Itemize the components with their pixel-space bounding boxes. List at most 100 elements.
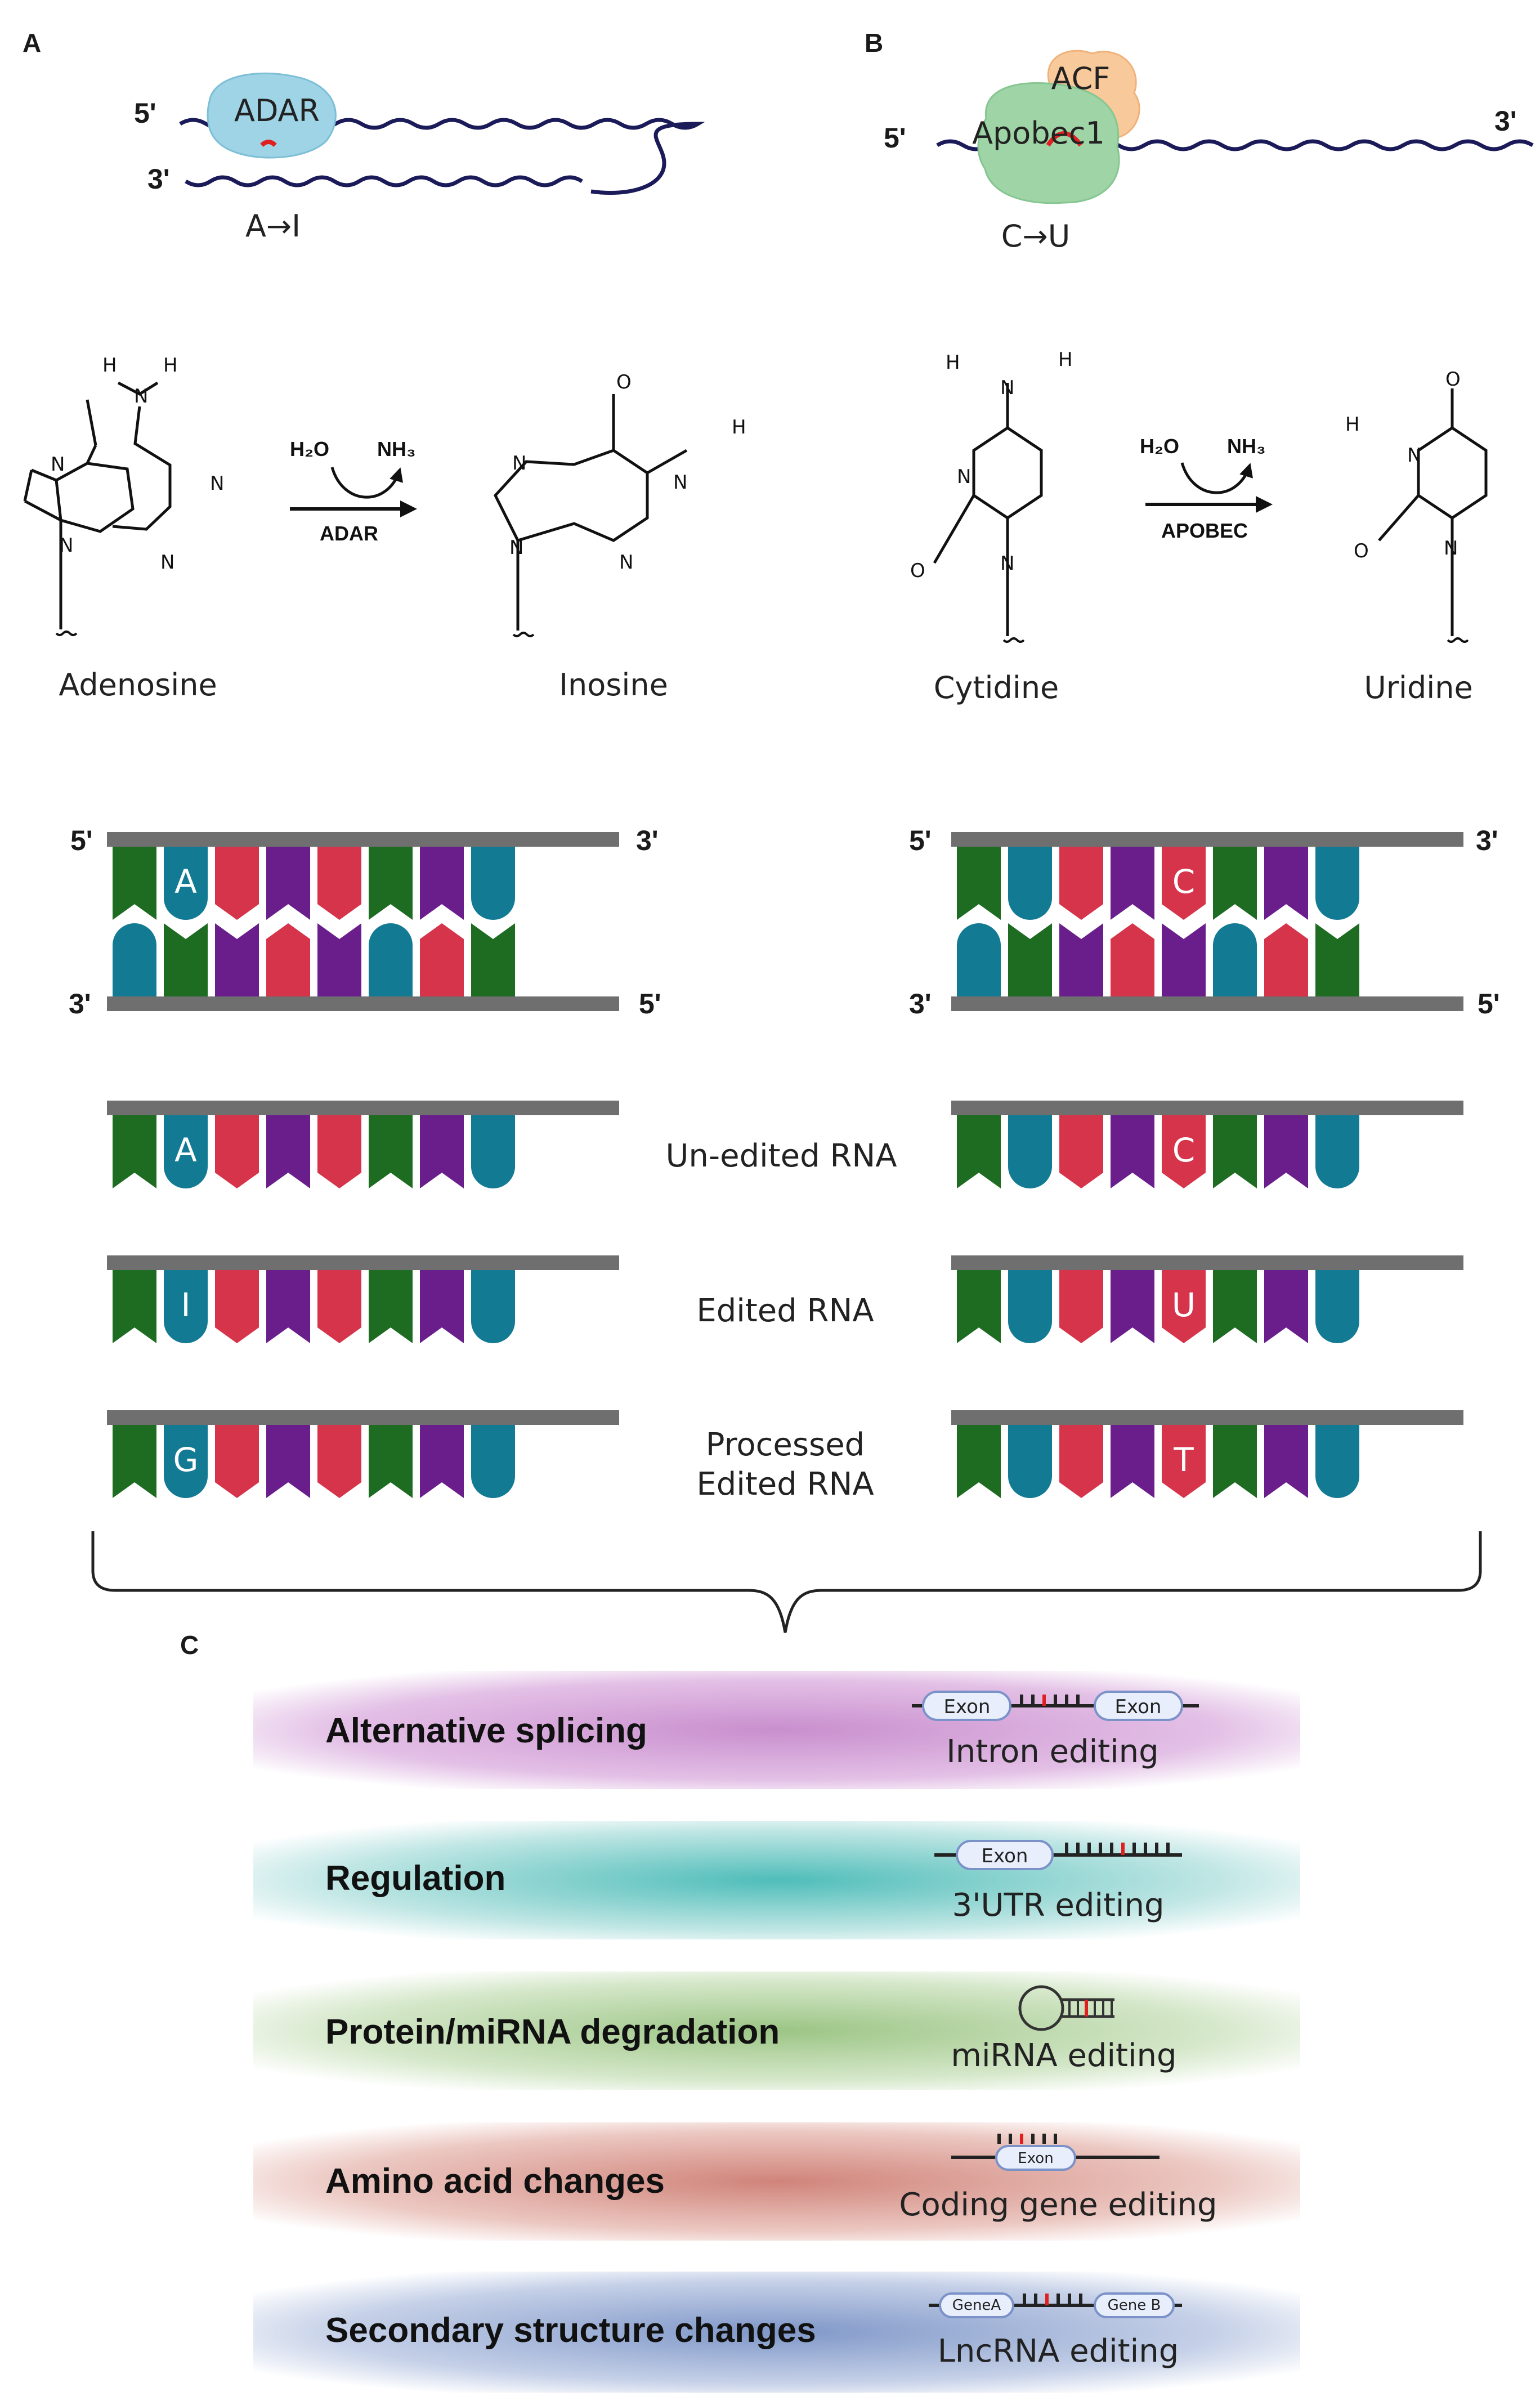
uridine-label: Uridine xyxy=(1364,670,1472,705)
curly-brace xyxy=(91,1531,1482,1633)
strand-1-nucleotide xyxy=(1315,1270,1359,1343)
bottom-nucleotide xyxy=(1111,923,1154,996)
atom-n: N xyxy=(1000,552,1014,575)
top-nucleotide xyxy=(1315,847,1359,920)
gene-a-label: GeneA xyxy=(952,2297,1001,2314)
strand-1-nucleotide xyxy=(1008,1270,1052,1343)
top-nucleotide xyxy=(1213,847,1257,920)
strand-1-nucleotide xyxy=(113,1270,156,1343)
strand-state-labels: Un-edited RNA Edited RNA Processed Edite… xyxy=(665,1138,897,1503)
editing-label: 3'UTR editing xyxy=(952,1887,1164,1924)
atom-n: N xyxy=(160,551,174,574)
row-background xyxy=(253,2272,1300,2393)
top-nucleotide xyxy=(215,847,259,920)
rna-strand-bottom xyxy=(185,175,583,187)
five-prime-label: 5' xyxy=(909,825,932,856)
edit-site-mark xyxy=(260,140,277,147)
strand-2-nucleotide xyxy=(215,1425,259,1498)
top-nucleotide xyxy=(1059,847,1103,920)
atom-o: O xyxy=(1445,368,1461,391)
bottom-nucleotide xyxy=(1008,923,1052,996)
backbone-bar xyxy=(951,996,1463,1011)
strand-2-nucleotide xyxy=(1264,1425,1308,1498)
strand-1-nucleotide xyxy=(164,1270,208,1343)
strand-2-nucleotide xyxy=(471,1425,515,1498)
strand-2-nucleotide xyxy=(113,1425,156,1498)
atom-o: O xyxy=(910,560,925,582)
top-nucleotide xyxy=(1162,847,1206,920)
atom-n: N xyxy=(51,453,65,476)
atom-n: N xyxy=(59,534,73,557)
strand-1-nucleotide xyxy=(369,1270,413,1343)
strands-b: C U T xyxy=(951,1101,1463,1498)
strand-0-nucleotide xyxy=(1213,1115,1257,1188)
bottom-nucleotide xyxy=(266,923,310,996)
ammonia-label: NH₃ xyxy=(377,437,416,461)
top-nucleotide xyxy=(113,847,156,920)
exon-box xyxy=(922,1691,1011,1721)
editing-label: Coding gene editing xyxy=(899,2187,1217,2223)
panel-b-header: B xyxy=(865,28,883,57)
strand-2-nucleotide xyxy=(1315,1425,1359,1498)
bottom-nucleotide xyxy=(957,923,1001,996)
edited-rna-label: Edited RNA xyxy=(696,1293,874,1329)
backbone-bar xyxy=(951,1255,1463,1270)
strand-2-nucleotide xyxy=(164,1425,208,1498)
backbone-bar xyxy=(107,832,619,847)
edited-base-label: G xyxy=(173,1441,199,1479)
bottom-nucleotide xyxy=(471,923,515,996)
strand-2-nucleotide xyxy=(1059,1425,1103,1498)
top-nucleotide xyxy=(957,847,1001,920)
bottom-nucleotide xyxy=(1162,923,1206,996)
ammonia-label: NH₃ xyxy=(1227,435,1266,458)
five-prime-label: 5' xyxy=(1478,988,1500,1020)
strand-0-nucleotide xyxy=(957,1115,1001,1188)
inosine-label: Inosine xyxy=(559,667,668,703)
atom-h: H xyxy=(163,354,178,377)
atom-n: N xyxy=(1407,444,1421,467)
atom-n: N xyxy=(1000,377,1014,399)
strand-1-nucleotide xyxy=(957,1270,1001,1343)
gene-b-label: Gene B xyxy=(1108,2297,1161,2314)
three-prime-label: 3' xyxy=(636,825,659,856)
row-background xyxy=(253,2122,1300,2241)
strand-0-nucleotide xyxy=(1008,1115,1052,1188)
strand-0-nucleotide xyxy=(1059,1115,1103,1188)
edited-base-label: U xyxy=(1172,1286,1196,1324)
bottom-nucleotide xyxy=(1059,923,1103,996)
exon-label: Exon xyxy=(1115,1696,1162,1718)
water-label: H₂O xyxy=(1140,435,1179,458)
apobec-rna-complex: ACF Apobec1 5' 3' C→U xyxy=(884,50,1534,254)
five-prime-label: 5' xyxy=(70,825,93,856)
edited-base-label: C xyxy=(1172,1131,1196,1169)
top-nucleotide xyxy=(317,847,361,920)
strand-0-nucleotide xyxy=(113,1115,156,1188)
function-label: Regulation xyxy=(325,1859,505,1898)
function-label: Secondary structure changes xyxy=(325,2311,816,2350)
atom-n: N xyxy=(1444,537,1458,560)
top-nucleotide xyxy=(471,847,515,920)
backbone-bar xyxy=(951,1101,1463,1115)
atom-n: N xyxy=(509,537,523,559)
reaction-arrow-b: H₂O NH₃ APOBEC xyxy=(1140,435,1273,542)
exon-label: Exon xyxy=(944,1696,991,1718)
adenosine-structure: H H N N N N N Adenosine xyxy=(23,354,224,703)
strand-2-nucleotide xyxy=(1111,1425,1154,1498)
exon-label: Exon xyxy=(982,1845,1028,1867)
bottom-nucleotide xyxy=(164,923,208,996)
editing-label: Intron editing xyxy=(946,1733,1158,1770)
atom-n: N xyxy=(957,466,971,488)
bottom-nucleotide xyxy=(369,923,413,996)
strand-2-nucleotide xyxy=(1213,1425,1257,1498)
strand-2-nucleotide xyxy=(957,1425,1001,1498)
strand-1-nucleotide xyxy=(1213,1270,1257,1343)
cytidine-structure: H H N N O N Cytidine xyxy=(910,348,1073,705)
panel-c-label: C xyxy=(180,1630,199,1660)
bottom-nucleotide xyxy=(113,923,156,996)
gene-box xyxy=(939,2292,1014,2318)
consequence-row-regulation: Regulation Exon 3'UTR editing xyxy=(253,1821,1300,1939)
backbone-bar xyxy=(107,1410,619,1425)
backbone-bar xyxy=(951,1410,1463,1425)
edited-base-label: T xyxy=(1173,1441,1194,1479)
three-prime-label: 3' xyxy=(1476,825,1498,856)
